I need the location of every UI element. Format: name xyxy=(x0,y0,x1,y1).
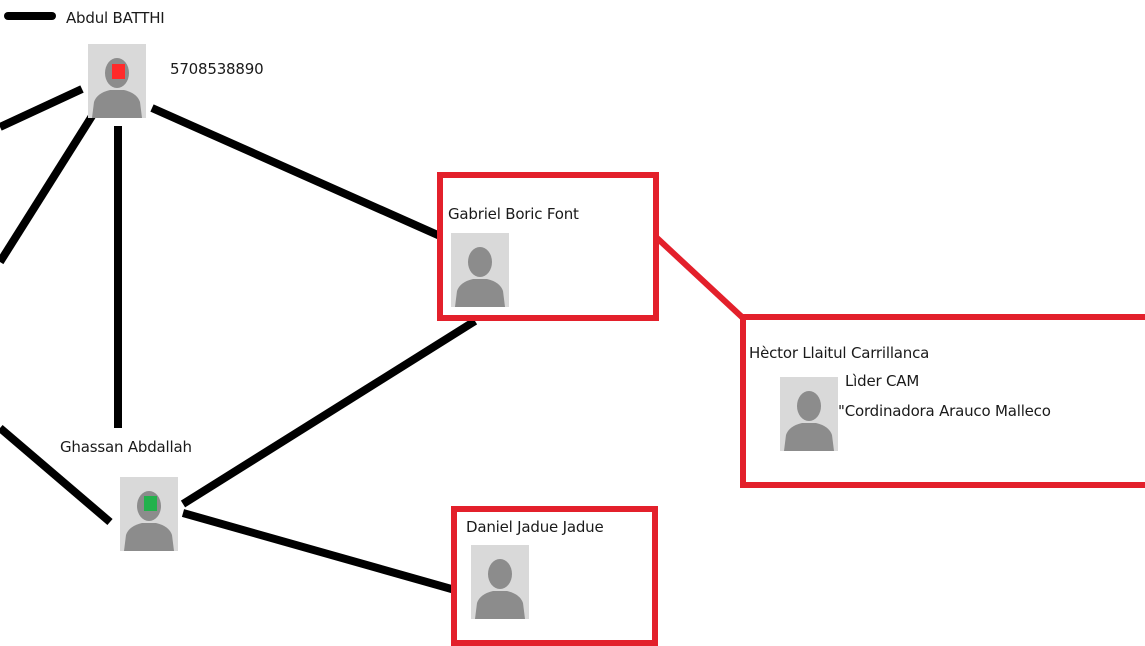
edge-offscreen-3 xyxy=(0,424,113,526)
person-icon xyxy=(88,44,146,118)
status-marker-red xyxy=(112,64,125,79)
edge-gabriel-hector xyxy=(654,235,746,321)
edge-ghassan-daniel xyxy=(181,509,457,594)
highlight-box-hector xyxy=(740,314,1145,488)
edge-offscreen-1 xyxy=(0,85,84,131)
node-name: Ghassan Abdallah xyxy=(60,438,192,456)
person-icon xyxy=(780,377,838,451)
edge-ghassan-gabriel xyxy=(180,317,478,508)
node-note-line1: Lìder CAM xyxy=(845,372,920,390)
node-name: Gabriel Boric Font xyxy=(448,205,579,223)
person-icon xyxy=(120,477,178,551)
status-marker-green xyxy=(144,496,157,511)
phone-number: 5708538890 xyxy=(170,60,264,78)
edge-offscreen-2 xyxy=(0,113,96,265)
node-name: Hèctor Llaitul Carrillanca xyxy=(749,344,930,362)
node-name: Abdul BATTHI xyxy=(66,9,165,27)
person-icon xyxy=(451,233,509,307)
edge-abdul-gabriel xyxy=(150,104,442,240)
highlight-box-gabriel xyxy=(437,172,659,321)
node-note-line2: "Cordinadora Arauco Malleco xyxy=(838,402,1051,420)
node-name: Daniel Jadue Jadue xyxy=(466,518,604,536)
person-icon xyxy=(471,545,529,619)
